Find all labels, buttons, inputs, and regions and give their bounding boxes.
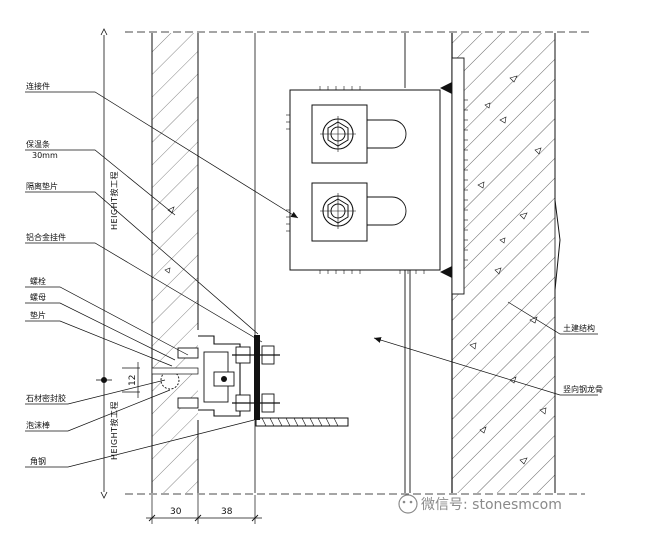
joint-gap-dimension: [122, 362, 140, 398]
label-washer: 垫片: [30, 310, 46, 320]
label-insulation: 保温条: [26, 139, 50, 149]
leader-lines: [25, 91, 598, 468]
label-aluminum-pendant: 铝合金挂件: [26, 232, 66, 242]
joint-gap-label: 12: [128, 375, 138, 386]
bottom-dimension: [146, 495, 262, 524]
dim-30: 30: [170, 507, 182, 517]
label-vertical-keel: 竖向钢龙骨: [563, 384, 603, 394]
label-bolt: 螺栓: [30, 276, 46, 286]
label-civil-structure: 土建结构: [563, 323, 595, 333]
connector-plate: [286, 86, 441, 274]
watermark: 微信号: stonesmcom: [398, 494, 562, 514]
label-moisture-barrier: 隔离垫片: [26, 181, 58, 191]
dim-38: 38: [221, 507, 233, 517]
label-foam-rod: 泡沫棒: [26, 420, 50, 430]
height-dimension: [96, 28, 112, 499]
pendant-assembly: [151, 335, 349, 427]
embedded-plate: [440, 57, 468, 295]
vertical-keel: [404, 33, 411, 493]
label-connector: 连接件: [26, 81, 50, 91]
height-label-upper: HEIGHT按工程: [109, 171, 119, 230]
watermark-text: 微信号: stonesmcom: [421, 497, 562, 513]
label-angle-steel: 角钢: [30, 456, 46, 466]
label-stone-sealant: 石材密封胶: [26, 393, 66, 403]
bolt-upper: [311, 104, 407, 164]
wechat-icon: [398, 494, 418, 514]
civil-structure: [451, 33, 561, 493]
label-nut: 螺母: [30, 292, 46, 302]
label-insulation-thickness: 30mm: [32, 151, 58, 160]
height-label-lower: HEIGHT按工程: [109, 401, 119, 460]
bolt-lower: [311, 182, 407, 242]
stone-panel: [151, 33, 199, 493]
